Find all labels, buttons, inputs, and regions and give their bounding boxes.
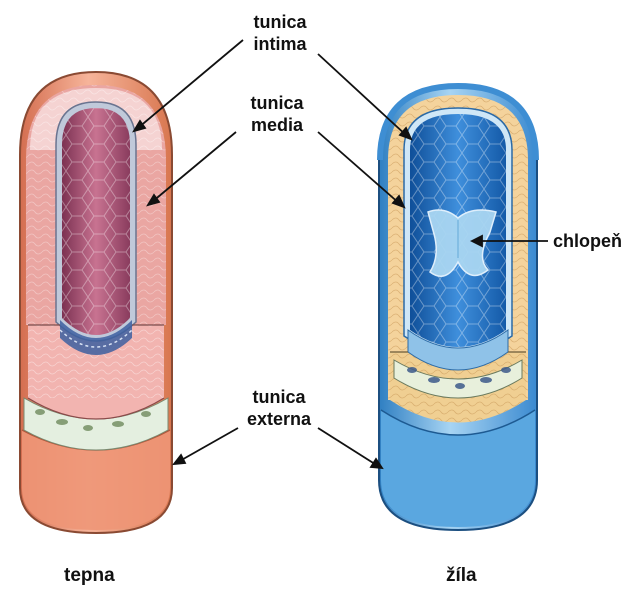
caption-artery: tepna [64, 565, 115, 587]
leader-intima-vein [318, 54, 407, 136]
label-valve: chlopeň [553, 230, 622, 252]
vein-illustration [379, 85, 537, 530]
label-tunica-media: tunica media [237, 92, 317, 136]
label-intima-line2: intima [240, 33, 320, 55]
label-externa-line1: tunica [237, 386, 321, 408]
artery-illustration [20, 72, 172, 533]
label-tunica-intima: tunica intima [240, 11, 320, 55]
leader-intima-artery [138, 40, 243, 128]
leader-externa-artery [178, 428, 238, 462]
label-media-line1: tunica [237, 92, 317, 114]
label-tunica-externa: tunica externa [237, 386, 321, 430]
label-media-line2: media [237, 114, 317, 136]
caption-vein: žíla [446, 565, 477, 587]
label-externa-line2: externa [237, 408, 321, 430]
leader-externa-vein [318, 428, 378, 466]
label-intima-line1: tunica [240, 11, 320, 33]
